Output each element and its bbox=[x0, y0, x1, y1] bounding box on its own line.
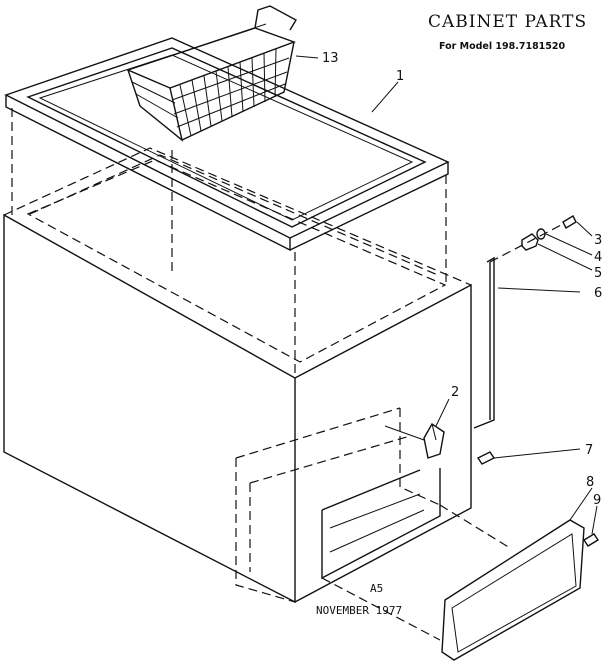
wire-basket bbox=[126, 5, 319, 142]
callout-labels: 1 2 3 4 5 6 7 8 9 13 bbox=[322, 51, 602, 508]
callout-8: 8 bbox=[586, 475, 594, 490]
clip-part-5 bbox=[521, 233, 593, 271]
screw-part-7 bbox=[476, 448, 581, 465]
washer-part-4 bbox=[536, 228, 593, 256]
callout-7: 7 bbox=[585, 443, 593, 458]
model-number: For Model 198.7181520 bbox=[439, 41, 566, 52]
cabinet-body bbox=[3, 147, 472, 604]
lid-projection-lines bbox=[11, 108, 447, 376]
screw-part-9 bbox=[583, 505, 599, 547]
callout-9: 9 bbox=[593, 493, 601, 508]
callout-5: 5 bbox=[594, 266, 602, 281]
compressor-compartment bbox=[235, 407, 511, 641]
drawing-date: NOVEMBER 1977 bbox=[316, 604, 403, 617]
latch-hinge-part bbox=[384, 398, 450, 459]
callout-6: 6 bbox=[594, 286, 602, 301]
callout-2: 2 bbox=[451, 385, 459, 400]
diagram-title: CABINET PARTS bbox=[428, 12, 588, 32]
kick-plate bbox=[441, 487, 593, 661]
callout-1: 1 bbox=[396, 69, 404, 84]
callout-3: 3 bbox=[594, 233, 602, 248]
callout-13: 13 bbox=[322, 51, 339, 66]
lid-frame bbox=[4, 37, 450, 252]
screw-part-3 bbox=[489, 215, 593, 263]
drawing-code: A5 bbox=[370, 582, 384, 595]
leader-line-1 bbox=[371, 81, 399, 113]
trim-strip bbox=[473, 256, 581, 429]
callout-4: 4 bbox=[594, 250, 602, 265]
